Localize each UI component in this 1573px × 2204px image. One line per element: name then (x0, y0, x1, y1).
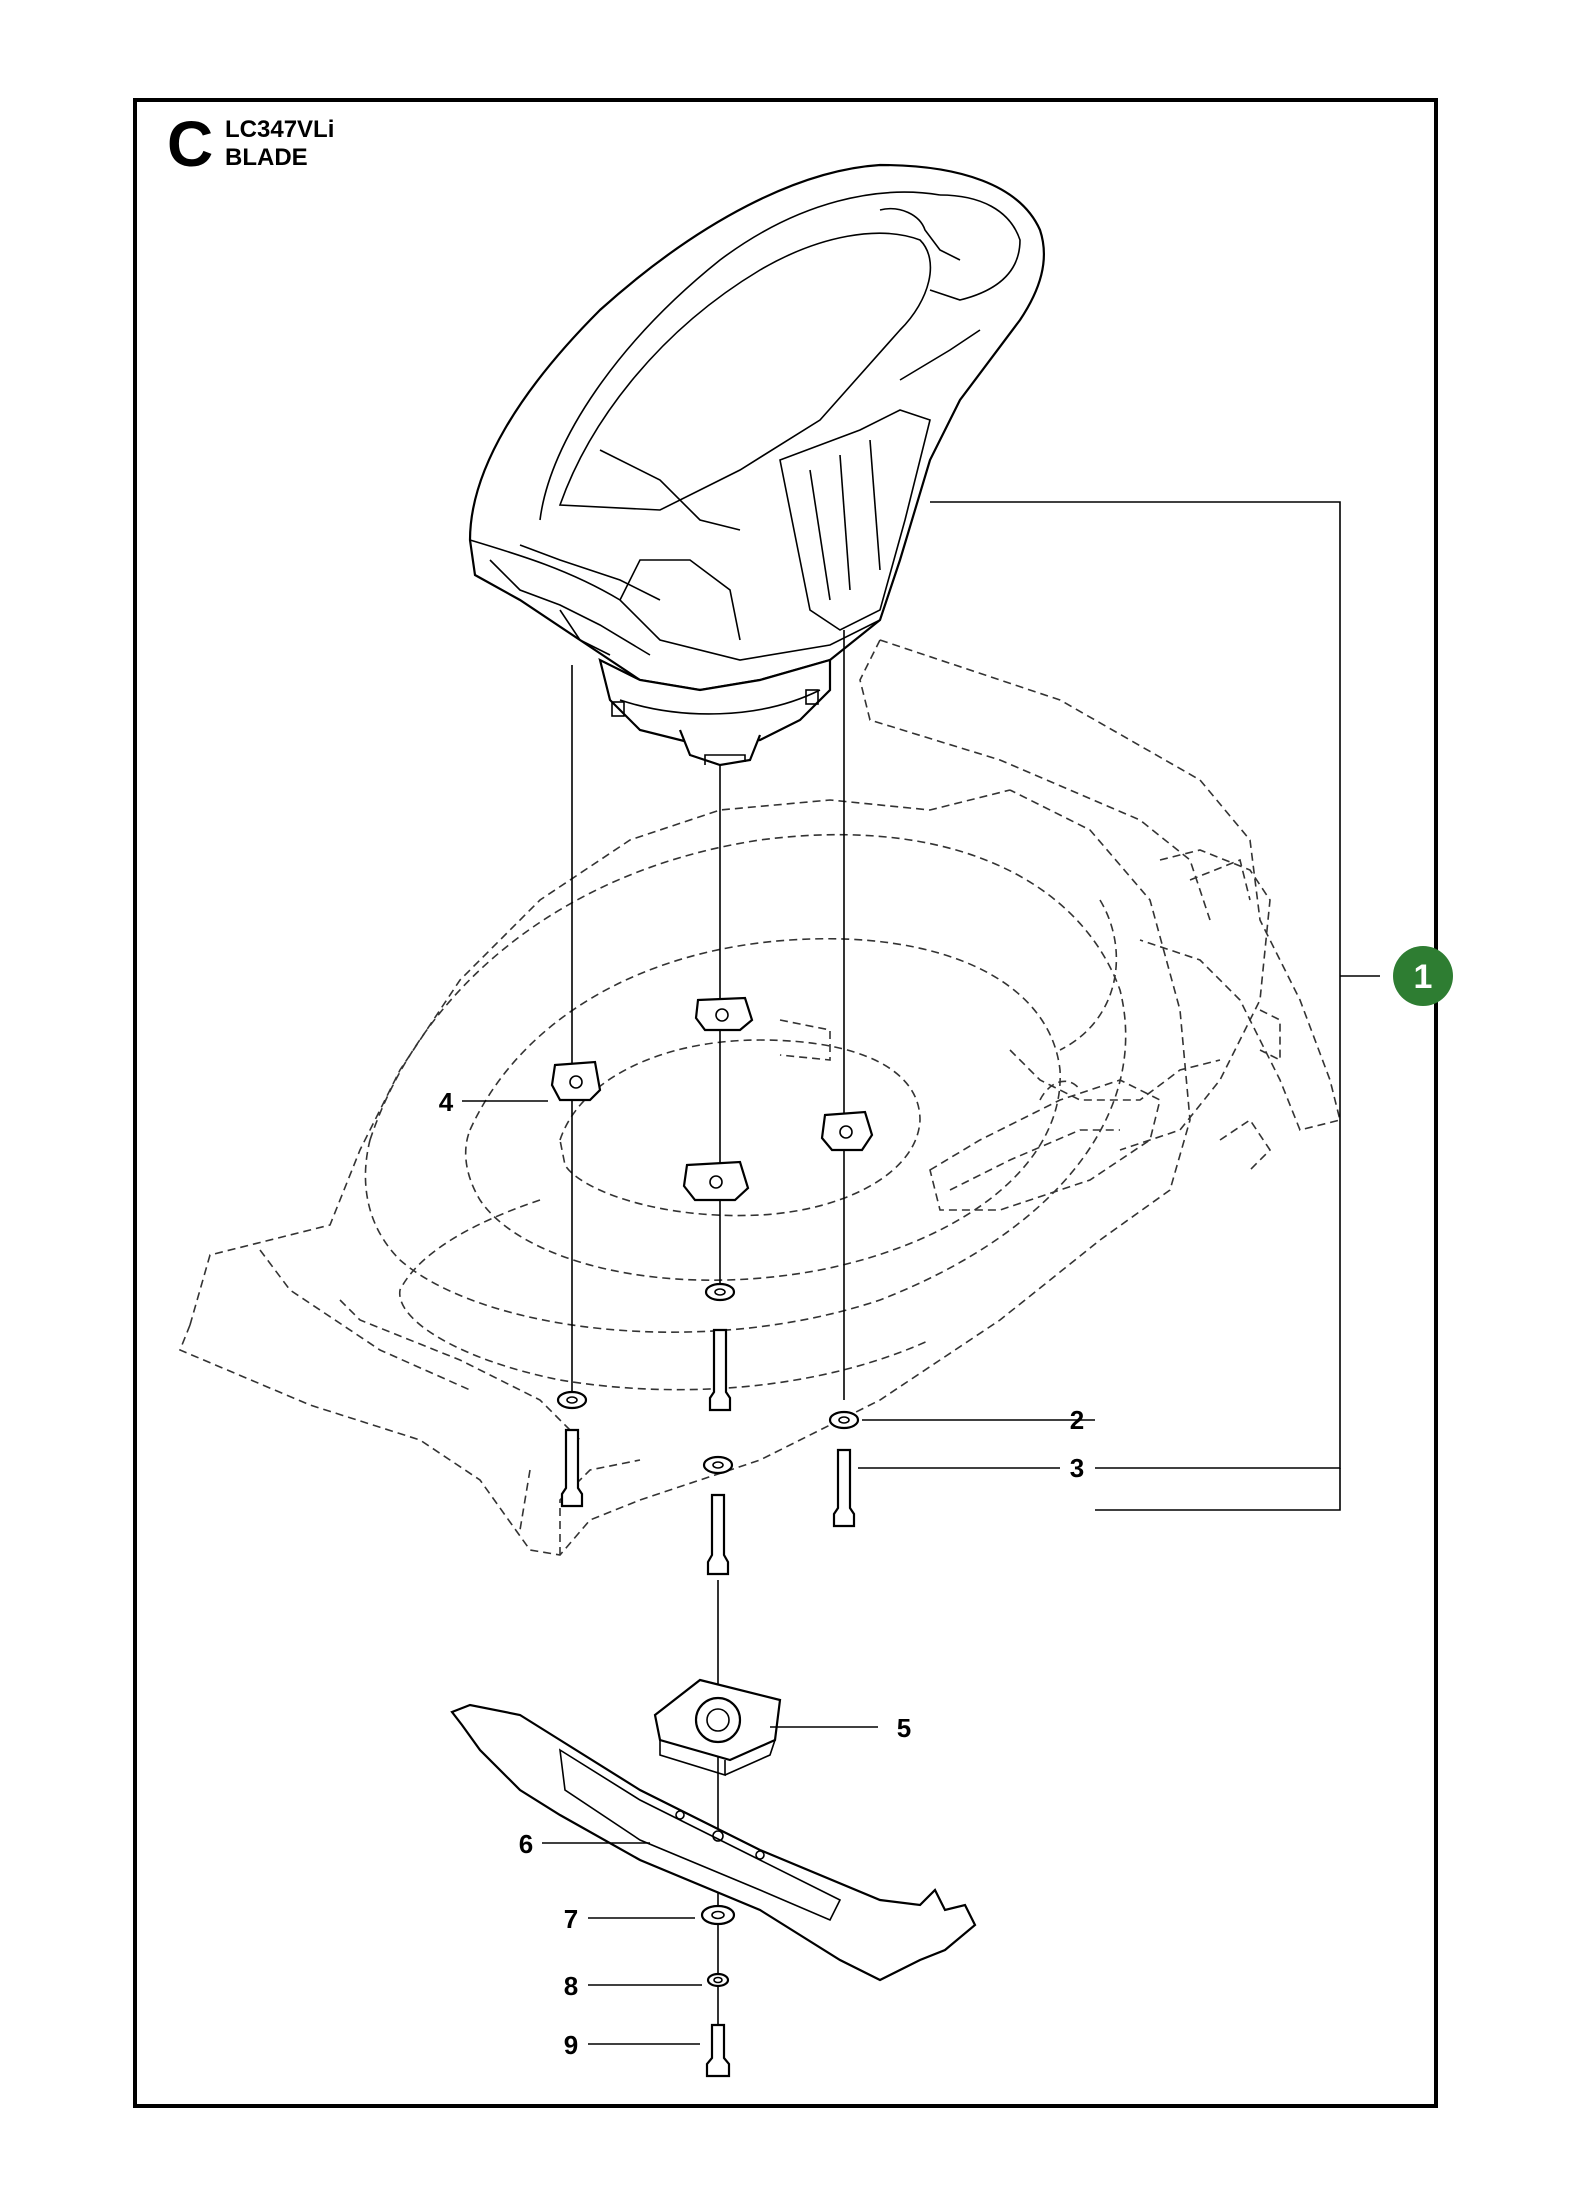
callout-badge (1393, 946, 1453, 1006)
callout-4: 4 (439, 1087, 454, 1117)
blade-fasteners (700, 1904, 736, 2078)
callout-label: 1 (1414, 958, 1433, 996)
callout-5: 5 (897, 1713, 911, 1743)
mower-deck-outline (178, 639, 1341, 1556)
section-letter: C (167, 108, 214, 180)
washers-and-bolts (556, 1282, 860, 1576)
callout-8: 8 (564, 1971, 578, 2001)
mower-blade (450, 1703, 977, 1982)
leader-lines (462, 501, 1380, 2045)
blade-adapter (653, 1678, 782, 1777)
callout-7: 7 (564, 1904, 578, 1934)
callout-2: 2 (1070, 1405, 1084, 1435)
callout-9: 9 (564, 2030, 578, 2060)
mount-brackets (550, 996, 874, 1202)
callout-3: 3 (1070, 1453, 1084, 1483)
section-subtitle: BLADE (225, 143, 308, 171)
diagram-frame (133, 98, 1438, 2108)
motor-housing (468, 163, 1045, 767)
callout-1: 1 (1393, 946, 1453, 1006)
title-block: LC347VLi BLADE (225, 116, 334, 171)
callout-6: 6 (519, 1829, 533, 1859)
model-name: LC347VLi (225, 116, 335, 143)
